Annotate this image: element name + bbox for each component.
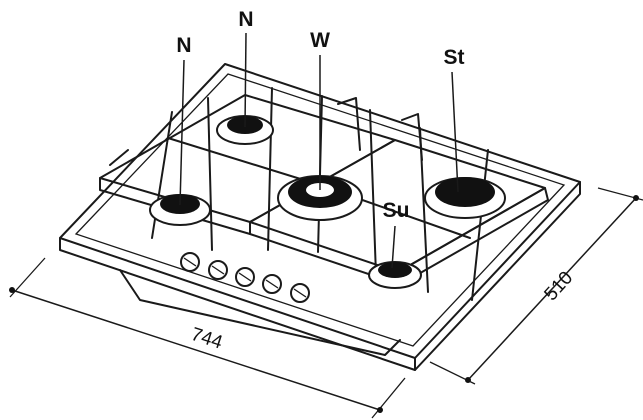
label-st: St [444,46,465,69]
knob [208,260,228,280]
knob [235,267,255,287]
label-w: W [310,29,330,52]
dimension-depth [429,187,643,385]
label-n-top: N [238,8,253,31]
dimension-depth-label: 510 [541,268,578,306]
label-n-left: N [176,34,191,57]
burner-w [277,175,363,221]
burner-st [424,177,506,219]
leader-st [451,71,459,193]
leader-su [391,225,396,269]
dimension-width [9,257,406,419]
leader-lines [179,32,459,269]
knob [180,252,200,272]
burner-su [368,261,422,289]
hob-underside [119,269,401,356]
knob [262,274,282,294]
label-su: Su [383,199,410,222]
control-knobs [180,252,310,303]
leader-n-top [244,32,247,128]
knob [290,283,310,303]
leader-n-left [179,59,185,206]
burner-n-left [149,194,211,226]
